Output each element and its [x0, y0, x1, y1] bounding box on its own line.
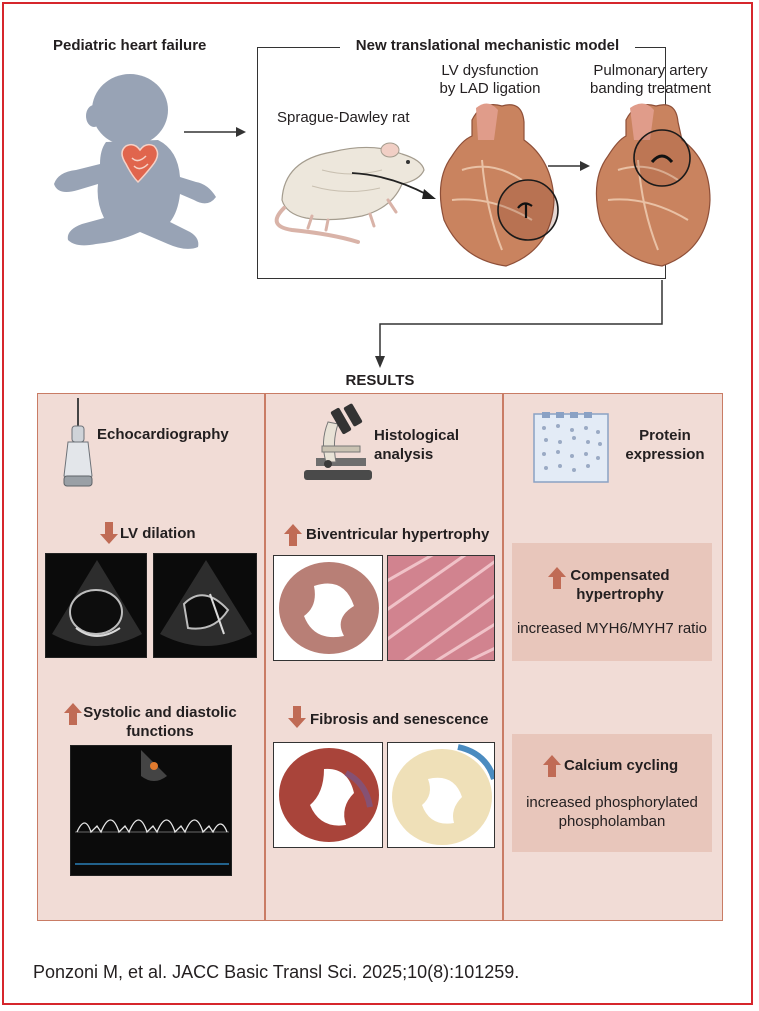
phospholamban-line1: increased phosphorylated — [526, 794, 698, 811]
finding-compensated-line1: Compensated — [570, 567, 670, 584]
lv-label-line1: LV dysfunction — [441, 62, 539, 79]
finding-compensated-hypertrophy: Compensated hypertrophy — [560, 566, 680, 604]
compensated-hypertrophy-panel — [512, 543, 712, 661]
column-divider — [502, 393, 504, 921]
phospholamban-line2: phospholamban — [558, 813, 666, 830]
finding-biventricular-hypertrophy: Biventricular hypertrophy — [306, 526, 490, 543]
up-arrow-icon — [548, 567, 566, 589]
down-arrow-icon — [288, 706, 306, 728]
citation: Ponzoni M, et al. JACC Basic Transl Sci.… — [33, 962, 520, 982]
down-arrow-icon — [100, 522, 118, 544]
calcium-cycling-panel — [512, 734, 712, 852]
finding-lv-dilation: LV dilation — [120, 525, 196, 542]
up-arrow-icon — [543, 755, 561, 777]
model-title: New translational mechanistic model — [340, 37, 635, 54]
child-heart-icon — [121, 143, 159, 184]
protein-heading: Protein expression — [610, 426, 720, 464]
lv-label-line2: by LAD ligation — [439, 80, 541, 97]
child-silhouette-icon — [54, 74, 216, 249]
histo-heading: Histological analysis — [374, 426, 459, 464]
finding-systolic-diastolic: Systolic and diastolic functions — [80, 703, 240, 741]
echo-image-1 — [45, 553, 147, 658]
heart-lad-ligation-icon — [439, 103, 559, 267]
echo-heading: Echocardiography — [97, 426, 229, 443]
echo-image-2 — [153, 553, 257, 658]
myh-ratio-detail: increased MYH6/MYH7 ratio — [516, 620, 708, 637]
finding-systolic-line1: Systolic and diastolic — [83, 704, 237, 721]
pediatric-title: Pediatric heart failure — [53, 37, 207, 54]
heart-pulmonary-banding-icon — [595, 103, 711, 267]
senescence-image — [387, 742, 495, 848]
column-divider — [264, 393, 266, 921]
arrow-to-model-icon — [184, 127, 246, 137]
model-to-results-connector-icon — [375, 280, 663, 368]
results-title: RESULTS — [345, 372, 415, 389]
phospholamban-detail: increased phosphorylated phospholamban — [512, 793, 712, 831]
protein-heading-line2: expression — [625, 446, 705, 463]
pab-label-line1: Pulmonary artery — [593, 62, 708, 79]
rat-label: Sprague-Dawley rat — [277, 109, 410, 126]
finding-calcium-cycling: Calcium cycling — [564, 757, 679, 774]
histo-heading-line1: Histological — [374, 427, 460, 444]
histology-image-1 — [273, 555, 383, 661]
lv-label: LV dysfunction by LAD ligation — [425, 62, 555, 98]
histo-heading-line2: analysis — [374, 446, 434, 463]
rat-illustration-icon — [274, 142, 425, 244]
up-arrow-icon — [284, 524, 302, 546]
western-blot-icon — [533, 412, 609, 483]
histology-image-2 — [387, 555, 495, 661]
doppler-image — [70, 745, 232, 876]
microscope-icon — [304, 403, 372, 480]
pab-label-line2: banding treatment — [590, 80, 711, 97]
finding-systolic-line2: functions — [126, 723, 194, 740]
pab-label: Pulmonary artery banding treatment — [578, 62, 723, 98]
heart-to-heart-arrow-icon — [548, 161, 590, 171]
ultrasound-probe-icon — [63, 398, 93, 487]
finding-compensated-line2: hypertrophy — [576, 586, 664, 603]
protein-heading-line1: Protein — [639, 427, 691, 444]
fibrosis-image — [273, 742, 383, 848]
up-arrow-icon — [64, 703, 82, 725]
finding-fibrosis-senescence: Fibrosis and senescence — [310, 711, 489, 728]
rat-to-heart-arrow-icon — [351, 172, 436, 199]
